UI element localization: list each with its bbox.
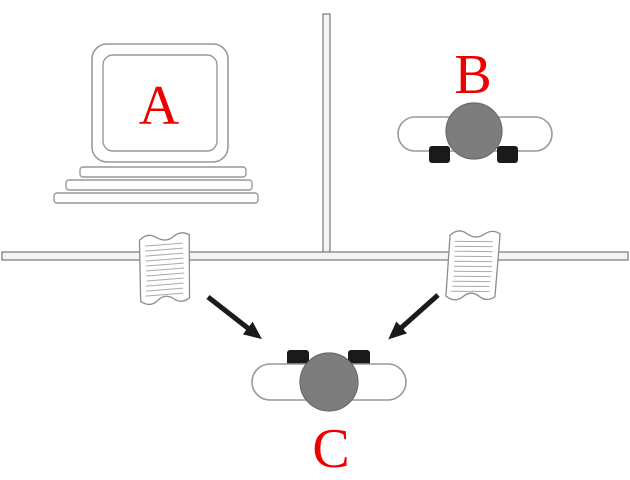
computer-monitor-icon: A (53, 43, 259, 204)
arrows-to-interrogator (206, 293, 440, 340)
label-b: B (454, 44, 491, 106)
person-c-right-hand (348, 350, 370, 367)
keyboard (53, 192, 259, 204)
note-paper-left-icon (136, 231, 194, 306)
person-c-top-view-icon: C (251, 350, 407, 480)
note-paper-right-icon (445, 229, 501, 303)
monitor-base-tier-2 (65, 179, 253, 191)
horizontal-wall-table (1, 251, 629, 261)
person-c-head (299, 352, 359, 412)
person-b-top-view-icon: B (397, 44, 553, 163)
label-a: A (139, 75, 180, 137)
person-c-left-hand (287, 350, 309, 367)
arrow-left-icon (206, 295, 262, 340)
person-b-left-hand (429, 146, 450, 163)
monitor-screen (102, 54, 218, 152)
label-c: C (312, 418, 349, 480)
monitor-base-tier-1 (79, 166, 247, 178)
person-b-head (445, 102, 503, 160)
partition-wall (1, 13, 629, 261)
arrow-right-icon (388, 293, 440, 340)
person-b-right-hand (497, 146, 518, 163)
vertical-wall (322, 13, 331, 258)
